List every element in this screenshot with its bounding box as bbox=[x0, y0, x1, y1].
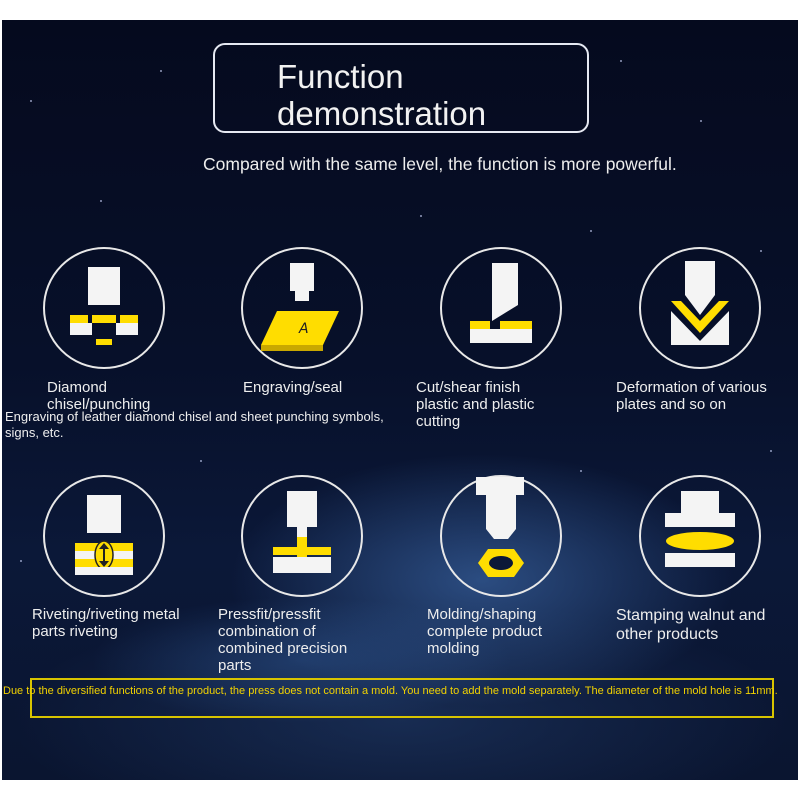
function-label-riveting: Riveting/riveting metal parts riveting bbox=[32, 606, 180, 640]
page-title: Function demonstration bbox=[277, 58, 486, 132]
function-label-molding: Molding/shaping complete product molding bbox=[427, 606, 543, 657]
title-frame bbox=[213, 43, 589, 133]
function-label-pressfit: Pressfit/pressfit combination of combine… bbox=[218, 606, 348, 674]
star bbox=[30, 100, 32, 102]
function-label-deformation: Deformation of various plates and so on bbox=[616, 379, 767, 413]
star bbox=[700, 120, 702, 122]
function-label-engraving: Engraving/seal bbox=[243, 379, 343, 396]
star bbox=[760, 250, 762, 252]
mold-notice: Due to the diversified functions of the … bbox=[3, 685, 778, 697]
function-description-diamond-chisel: Engraving of leather diamond chisel and … bbox=[5, 409, 384, 440]
stamping-walnut-icon bbox=[639, 475, 761, 597]
deformation-icon bbox=[639, 247, 761, 369]
engrave-letter: A bbox=[298, 321, 309, 337]
background-panel bbox=[2, 20, 798, 780]
diamond-chisel-punching-icon bbox=[43, 247, 165, 369]
riveting-icon bbox=[43, 475, 165, 597]
pressfit-icon bbox=[241, 475, 363, 597]
title-line-2: demonstration bbox=[277, 95, 487, 132]
star bbox=[100, 200, 102, 202]
star bbox=[160, 70, 162, 72]
title-line-1: Function bbox=[277, 58, 404, 95]
function-label-diamond-chisel: Diamond chisel/punching bbox=[47, 379, 151, 413]
star bbox=[770, 450, 772, 452]
notice-frame bbox=[30, 678, 774, 718]
star bbox=[200, 460, 202, 462]
cut-shear-icon bbox=[440, 247, 562, 369]
star bbox=[590, 230, 592, 232]
molding-shaping-icon bbox=[440, 475, 562, 597]
function-label-stamping: Stamping walnut and other products bbox=[616, 607, 766, 643]
function-label-cut-shear: Cut/shear finish plastic and plastic cut… bbox=[416, 379, 535, 430]
subtitle: Compared with the same level, the functi… bbox=[203, 154, 677, 174]
star bbox=[620, 60, 622, 62]
star bbox=[420, 215, 422, 217]
star bbox=[580, 470, 582, 472]
engraving-seal-icon: A bbox=[241, 247, 363, 369]
star bbox=[20, 560, 22, 562]
